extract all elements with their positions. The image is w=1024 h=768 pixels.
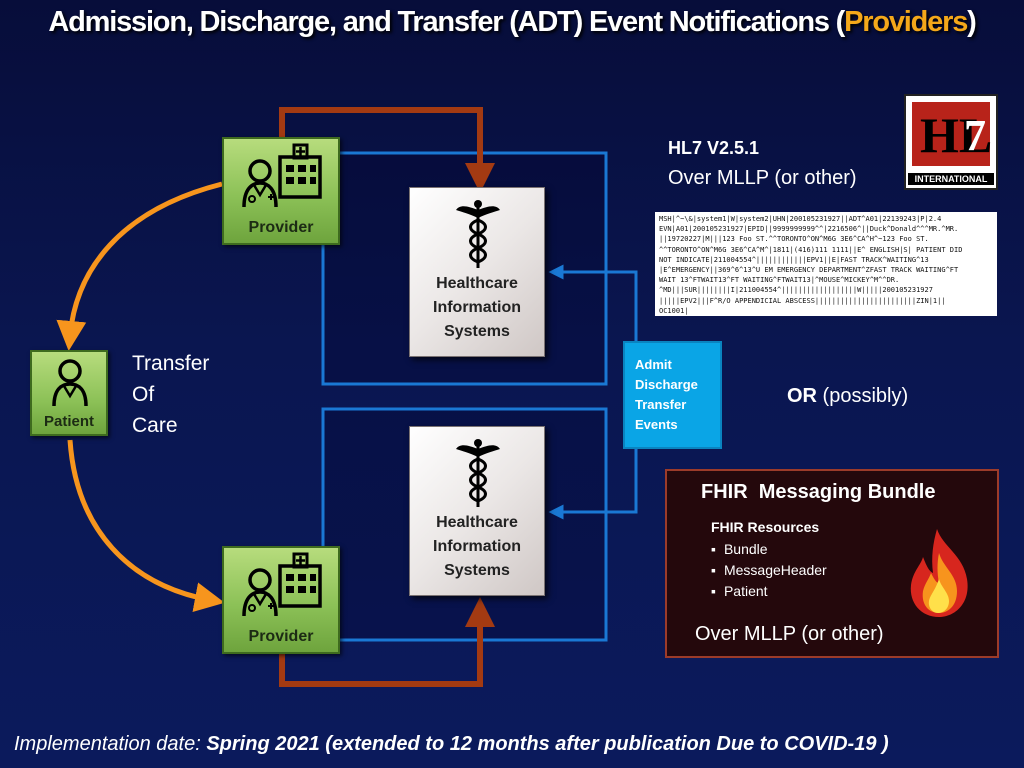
patient-person-icon: [52, 359, 88, 407]
events-line-admit: Admit: [635, 357, 672, 372]
implementation-date-value: Spring 2021 (extended to 12 months after…: [206, 733, 889, 755]
patient-label: Patient: [43, 413, 94, 430]
page-title: Admission, Discharge, and Transfer (ADT)…: [0, 6, 1024, 39]
his-top-line-1: Healthcare: [436, 275, 518, 292]
adt-events-box: Admit Discharge Transfer Events: [623, 341, 722, 449]
patient-to-provider-arrow: [67, 439, 225, 612]
provider-to-patient-arrow: [56, 181, 223, 351]
his-top-line-2: Information: [433, 299, 521, 316]
his-bottom-line-2: Information: [433, 538, 521, 555]
provider-bottom-box: Provider: [222, 546, 340, 654]
his-top-line-3: Systems: [444, 323, 510, 340]
events-to-top-his-line: [548, 264, 638, 341]
hl7-message-sample: MSH|^~\&|system1|W|system2|UHN|200105231…: [655, 212, 997, 316]
hl7-logo-international: INTERNATIONAL: [908, 173, 994, 185]
message-line: |E^EMERGENCY||369^6^13^U EM EMERGENCY DE…: [659, 266, 959, 275]
fhir-flame-icon: [910, 529, 968, 617]
implementation-date: Implementation date: Spring 2021 (extend…: [14, 733, 889, 756]
fhir-transport-label: Over MLLP (or other): [695, 623, 884, 645]
top-provider-to-his-arrow: [279, 107, 495, 193]
transfer-line-1: Transfer: [132, 352, 210, 375]
his-bottom-box: Healthcare Information Systems: [409, 426, 545, 596]
message-line: NOT INDICATE|211004554^||||||||||||EPV1|…: [659, 255, 929, 264]
events-line-events: Events: [635, 417, 678, 432]
implementation-label: Implementation date:: [14, 733, 207, 755]
message-line: WAIT 13^FTWAIT13^FT WAITING^FTWAIT13|^MO…: [659, 276, 900, 285]
his-top-box: Healthcare Information Systems: [409, 187, 545, 357]
transfer-line-2: Of: [132, 383, 155, 406]
fhir-resource-item: Bundle: [711, 539, 827, 560]
hl7-version-label: HL7 V2.5.1: [668, 138, 760, 158]
fhir-resource-item: Patient: [711, 581, 827, 602]
fhir-heading: FHIR Messaging Bundle: [701, 481, 936, 503]
his-bottom-line-1: Healthcare: [436, 514, 518, 531]
fhir-resource-item: MessageHeader: [711, 560, 827, 581]
events-to-bottom-his-line: [548, 449, 638, 520]
message-line: ^^TORONTO^ON^M6G 3E6^CA^M^|1811|(416)111…: [659, 245, 963, 254]
title-main: Admission, Discharge, and Transfer (ADT)…: [48, 6, 845, 38]
message-line: EVN|A01|200105231927|EPID||9999999999^^|…: [659, 225, 959, 234]
title-accent: Providers: [844, 6, 968, 38]
hl7-international-logo: HL 7 INTERNATIONAL: [904, 94, 998, 190]
title-close: ): [967, 6, 977, 38]
hl7-logo-letters: HL: [920, 107, 993, 163]
or-rest: (possibly): [817, 385, 909, 407]
message-line: ^MD|||SUR||||||||I|211004554^|||||||||||…: [659, 286, 933, 295]
caduceus-icon: [456, 439, 500, 507]
hl7-transport-label: Over MLLP (or other): [668, 167, 857, 189]
provider-top-label: Provider: [248, 219, 314, 236]
fhir-bundle-box: FHIR Messaging Bundle FHIR Resources Bun…: [665, 469, 999, 658]
or-possibly-label: OR (possibly): [787, 385, 908, 408]
hl7-logo-mark: HL 7: [912, 102, 993, 166]
or-strong: OR: [787, 385, 817, 407]
fhir-resources-list: Bundle MessageHeader Patient: [711, 539, 827, 602]
his-bottom-line-3: Systems: [444, 562, 510, 579]
provider-hospital-icon: [242, 143, 322, 208]
message-line: |||||EPV2|||F^R/O APPENDICIAL ABSCESS|||…: [659, 296, 946, 305]
provider-top-box: Provider: [222, 137, 340, 245]
transfer-of-care-label: Transfer Of Care: [132, 348, 209, 441]
message-line: MSH|^~\&|system1|W|system2|UHN|200105231…: [659, 215, 942, 223]
transfer-line-3: Care: [132, 414, 178, 437]
fhir-resources-heading: FHIR Resources: [711, 519, 820, 535]
hl7-logo-seven: 7: [964, 111, 986, 160]
events-line-transfer: Transfer: [635, 397, 687, 412]
caduceus-icon: [456, 200, 500, 268]
provider-bottom-label: Provider: [248, 628, 314, 645]
bottom-provider-to-his-arrow: [279, 597, 495, 687]
events-line-discharge: Discharge: [635, 377, 698, 392]
patient-box: Patient: [30, 350, 108, 436]
message-line: OC1001|: [659, 306, 689, 315]
message-line: ||19720227|M|||123 Foo ST.^^TORONTO^ON^M…: [659, 235, 929, 244]
provider-hospital-icon: [242, 552, 322, 617]
